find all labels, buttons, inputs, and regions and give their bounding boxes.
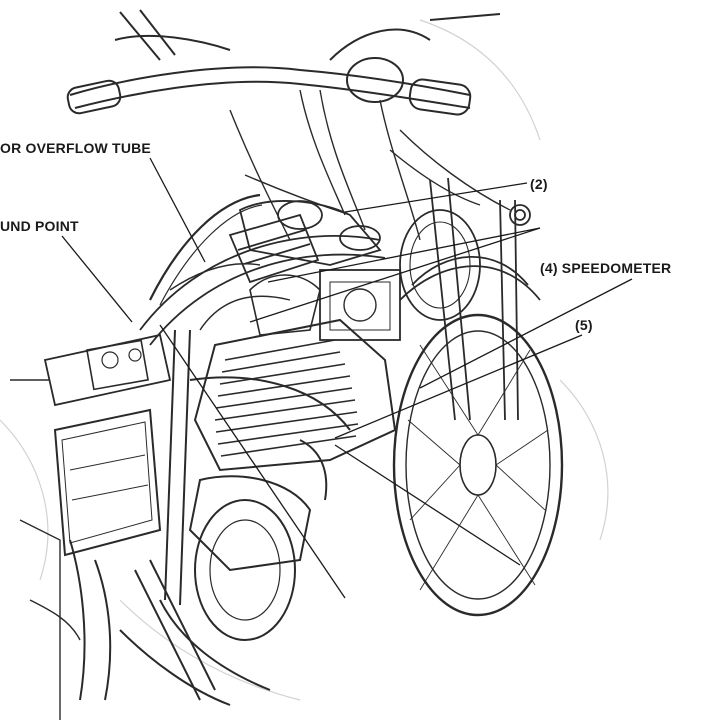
leader-lines (61, 157, 633, 599)
callout-overflow-tube: OR OVERFLOW TUBE (0, 140, 151, 156)
headlight (399, 204, 531, 321)
regulator-unit (228, 213, 320, 284)
leader-item-5-lower (334, 444, 521, 566)
leader-ground-point-2 (159, 324, 346, 599)
bleed-through-lines (0, 19, 609, 701)
callout-item-2: (2) (530, 176, 548, 192)
callout-ground-point: UND POINT (0, 218, 79, 234)
battery-box (10, 333, 172, 720)
leader-speedometer (419, 278, 633, 389)
leader-overflow-tube (149, 157, 206, 263)
callout-item-5: (5) (575, 317, 593, 333)
callout-speedometer: (4) SPEEDOMETER (540, 260, 672, 276)
leader-ground-point (61, 235, 133, 323)
cylinder-fins (214, 339, 359, 457)
leader-item-3b (249, 227, 541, 323)
leader-item-5 (334, 334, 583, 439)
front-wheel-spokes (407, 344, 549, 591)
handlebar (66, 9, 501, 116)
engine-block (188, 269, 401, 641)
frame-lower (69, 329, 351, 706)
leader-item-3a (267, 227, 541, 283)
front-wheel (392, 313, 564, 617)
frame-upper (139, 200, 386, 346)
cable-bundle (149, 89, 511, 331)
leader-item-2 (344, 182, 528, 213)
